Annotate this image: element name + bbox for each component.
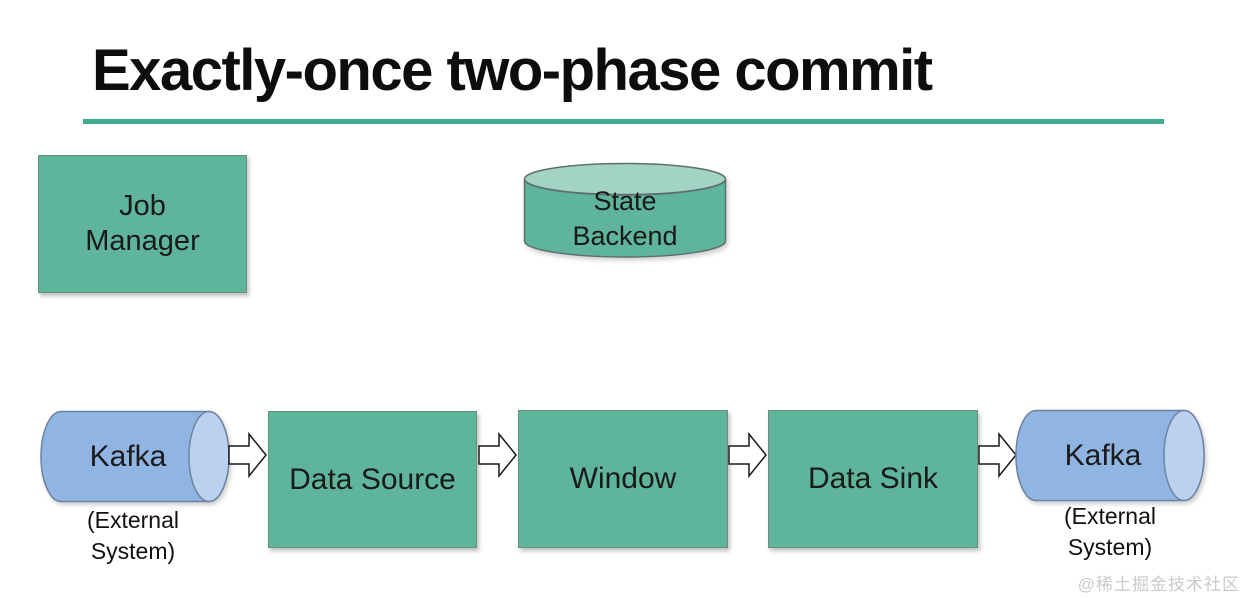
kafka-output-cylinder: Kafka [1015, 409, 1205, 502]
external-label-line1: (External [1063, 503, 1157, 529]
job-manager-box: Job Manager [38, 155, 247, 293]
horizontal-cylinder-icon [1015, 409, 1205, 502]
window-label: Window [569, 462, 677, 495]
database-cylinder-icon [523, 162, 727, 258]
external-label-line1: (External [86, 507, 180, 533]
window-box: Window [518, 410, 728, 548]
flow-arrow-icon [478, 431, 517, 479]
title-underline [83, 119, 1164, 124]
state-backend-label: State Backend [523, 184, 727, 254]
kafka-input-external-label: (External System) [38, 505, 228, 567]
job-manager-label-line2: Manager [85, 225, 200, 257]
flow-arrow-icon [978, 431, 1017, 479]
flow-arrow-icon [228, 431, 267, 479]
watermark-text: @稀土掘金技术社区 [1077, 575, 1240, 594]
horizontal-cylinder-icon [40, 410, 230, 503]
data-sink-label: Data Sink [807, 462, 939, 495]
state-backend-cylinder: State Backend [523, 162, 727, 259]
data-source-box: Data Source [268, 411, 477, 548]
external-label-line2: System) [1067, 534, 1153, 560]
kafka-input-cylinder: Kafka [40, 410, 230, 503]
state-backend-label-line2: Backend [572, 221, 678, 251]
kafka-output-external-label: (External System) [1015, 501, 1205, 563]
job-manager-label-line1: Job [119, 190, 166, 222]
page-title: Exactly-once two-phase commit [92, 38, 933, 103]
kafka-output-label: Kafka [1064, 438, 1142, 472]
flow-arrow-icon [728, 431, 767, 479]
data-sink-box: Data Sink [768, 410, 978, 548]
external-label-line2: System) [90, 538, 176, 564]
kafka-input-label: Kafka [89, 439, 167, 473]
state-backend-label-line1: State [593, 186, 657, 216]
data-source-label: Data Source [289, 462, 456, 496]
